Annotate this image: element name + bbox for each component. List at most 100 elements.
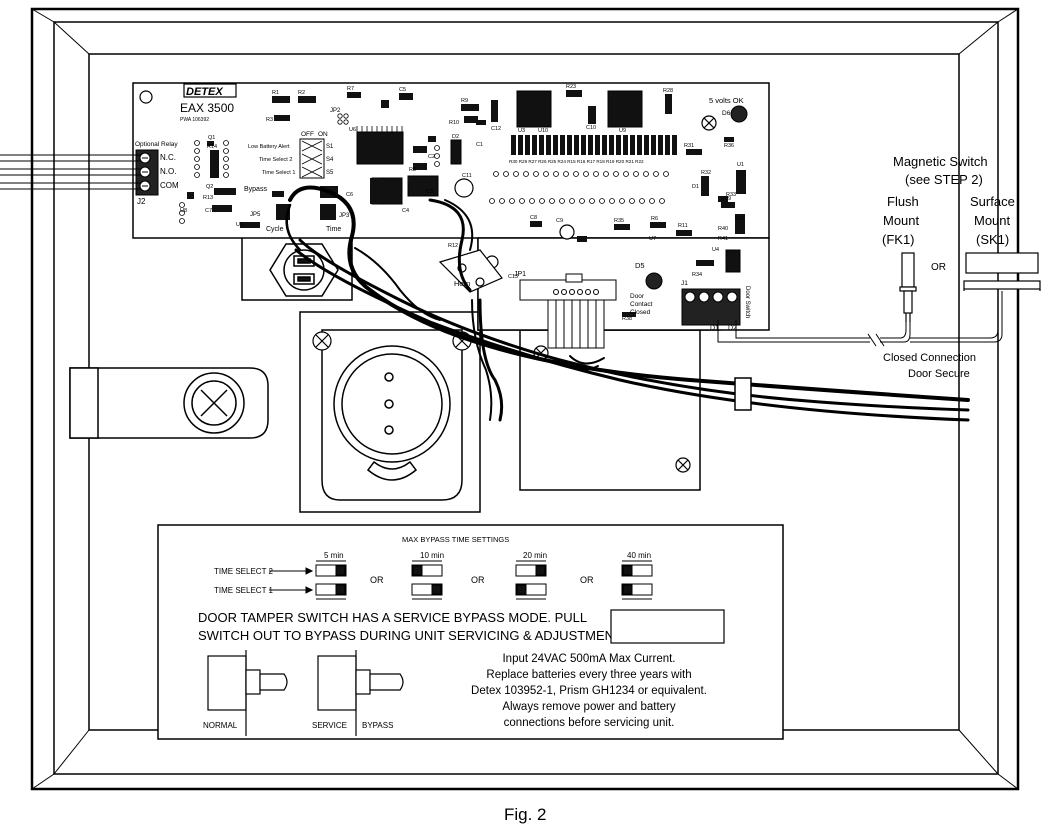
flush-label-3: (FK1) [882, 232, 915, 247]
jp1-connector[interactable] [519, 273, 617, 349]
surface-label-1: Surface [970, 194, 1015, 209]
board-screw-icon [701, 115, 717, 131]
part-label: U9 [619, 128, 626, 134]
part-label: Q1 [208, 135, 215, 141]
row-arrows [269, 567, 314, 594]
or-1: OR [370, 575, 384, 585]
closed-connection-label: Closed Connection [883, 352, 976, 364]
time-select-1-label: TIME SELECT 1 [214, 586, 274, 595]
d5-led-icon [645, 272, 663, 290]
part-label: C4 [402, 208, 409, 214]
service-label: SERVICE [312, 721, 347, 730]
smd-parts [187, 90, 746, 317]
normal-label: NORMAL [203, 721, 238, 730]
part-labels: R1 R2 R3 R7 R8 R9 R10 R11 R12 R13 R14 R2… [180, 84, 745, 322]
part-label: R2 [298, 90, 305, 96]
part-label: C7 [205, 208, 212, 214]
dip-on-label: ON [318, 131, 328, 138]
ic-pins [356, 126, 403, 132]
part-label: R41 [718, 236, 728, 242]
info-line: Replace batteries every three years with [486, 669, 691, 681]
optional-relay-label: Optional Relay [135, 141, 178, 148]
dip-row-3-label: Time Select 1 [262, 170, 295, 176]
input-info: Input 24VAC 500mA Max Current. Replace b… [471, 653, 707, 729]
tamper-line-1: DOOR TAMPER SWITCH HAS A SERVICE BYPASS … [198, 610, 587, 625]
part-label: U6 [349, 127, 356, 133]
switch-leads [717, 291, 1003, 347]
part-label: C3 [426, 189, 433, 195]
door-switch-terminal[interactable] [681, 288, 741, 326]
figure-caption: Fig. 2 [504, 805, 547, 824]
dip-s5: S5 [326, 170, 334, 176]
part-label: U1 [737, 162, 744, 168]
flush-label-1: Flush [887, 194, 919, 209]
resistor-row-label: R30 R29 R27 R26 R25 R24 R15 R16 R17 R18 … [509, 159, 644, 164]
d6-label: D6 [722, 110, 731, 117]
relay-nc: N.C. [160, 153, 176, 162]
service-switch-diagram [317, 650, 404, 736]
magnetic-switch-step: (see STEP 2) [905, 172, 983, 187]
part-label: R11 [678, 223, 688, 229]
plate-screw-bottom-icon [675, 457, 691, 473]
part-label: R28 [663, 88, 673, 94]
dip-switch-block[interactable] [299, 138, 325, 179]
info-line: Detex 103952-1, Prism GH1234 or equivale… [471, 685, 707, 697]
time-label: Time [326, 226, 341, 233]
part-label: D2 [452, 134, 459, 140]
jp3-label: JP3 [339, 213, 350, 219]
part-label: R37 [735, 216, 745, 222]
dip-row-1-label: Low Battery Alert [248, 144, 290, 150]
part-label: U4 [712, 247, 719, 253]
j1-label: J1 [681, 280, 688, 287]
part-label: R38 [622, 316, 632, 322]
part-label: C10 [586, 125, 596, 131]
brand-text: DETEX [186, 86, 223, 98]
bypass-settings-title: MAX BYPASS TIME SETTINGS [402, 535, 509, 544]
part-label: R6 [651, 216, 658, 222]
info-line: connections before servicing unit. [504, 717, 675, 729]
relay-wires [0, 154, 140, 190]
relay-no: N.O. [160, 167, 176, 176]
part-label: C1 [476, 142, 483, 148]
part-label: C5 [399, 87, 406, 93]
part-label: D1 [692, 184, 699, 190]
part-label: U3 [518, 128, 525, 134]
part-label: R32 [701, 170, 711, 176]
or-3: OR [580, 575, 594, 585]
horn-housing [299, 311, 481, 513]
part-label: R23 [566, 84, 576, 90]
door-contact-3: Closed [630, 309, 651, 316]
part-label: R31 [684, 143, 694, 149]
jp2-jumper[interactable] [337, 113, 349, 125]
j2-label: J2 [137, 197, 146, 206]
detex-logo: DETEX [183, 83, 237, 98]
info-line: Input 24VAC 500mA Max Current. [502, 653, 675, 665]
part-label: R40 [718, 226, 728, 232]
part-label: R9 [461, 98, 468, 104]
bypass-label: Bypass [244, 186, 267, 193]
time-setting-headers: 5 min 10 min 20 min 40 min [324, 551, 651, 560]
time-20-label: 20 min [523, 551, 547, 560]
part-label: C8 [530, 215, 537, 221]
part-label: R8 [409, 167, 416, 173]
part-label: R7 [347, 86, 354, 92]
surface-label-3: (SK1) [976, 232, 1009, 247]
info-line: Always remove power and battery [502, 701, 675, 713]
part-label: Q2 [206, 184, 213, 190]
board-vias [179, 140, 440, 224]
horn-label: Horn [454, 279, 470, 288]
door-contact-2: Contact [630, 301, 653, 308]
or-2: OR [471, 575, 485, 585]
model-text: EAX 3500 [180, 101, 234, 115]
flush-label-2: Mount [883, 213, 920, 228]
part-label: R1 [272, 90, 279, 96]
cycle-label: Cycle [266, 226, 284, 233]
dip-s1: S1 [326, 144, 334, 150]
part-label: C2 [428, 154, 435, 160]
bypass-mode-label: BYPASS [362, 721, 393, 730]
d5-label: D5 [635, 261, 645, 270]
part-label: R39 [721, 196, 731, 202]
blank-label-box [610, 609, 725, 644]
dip-s4: S4 [326, 157, 334, 163]
wire-bundle [285, 185, 970, 422]
